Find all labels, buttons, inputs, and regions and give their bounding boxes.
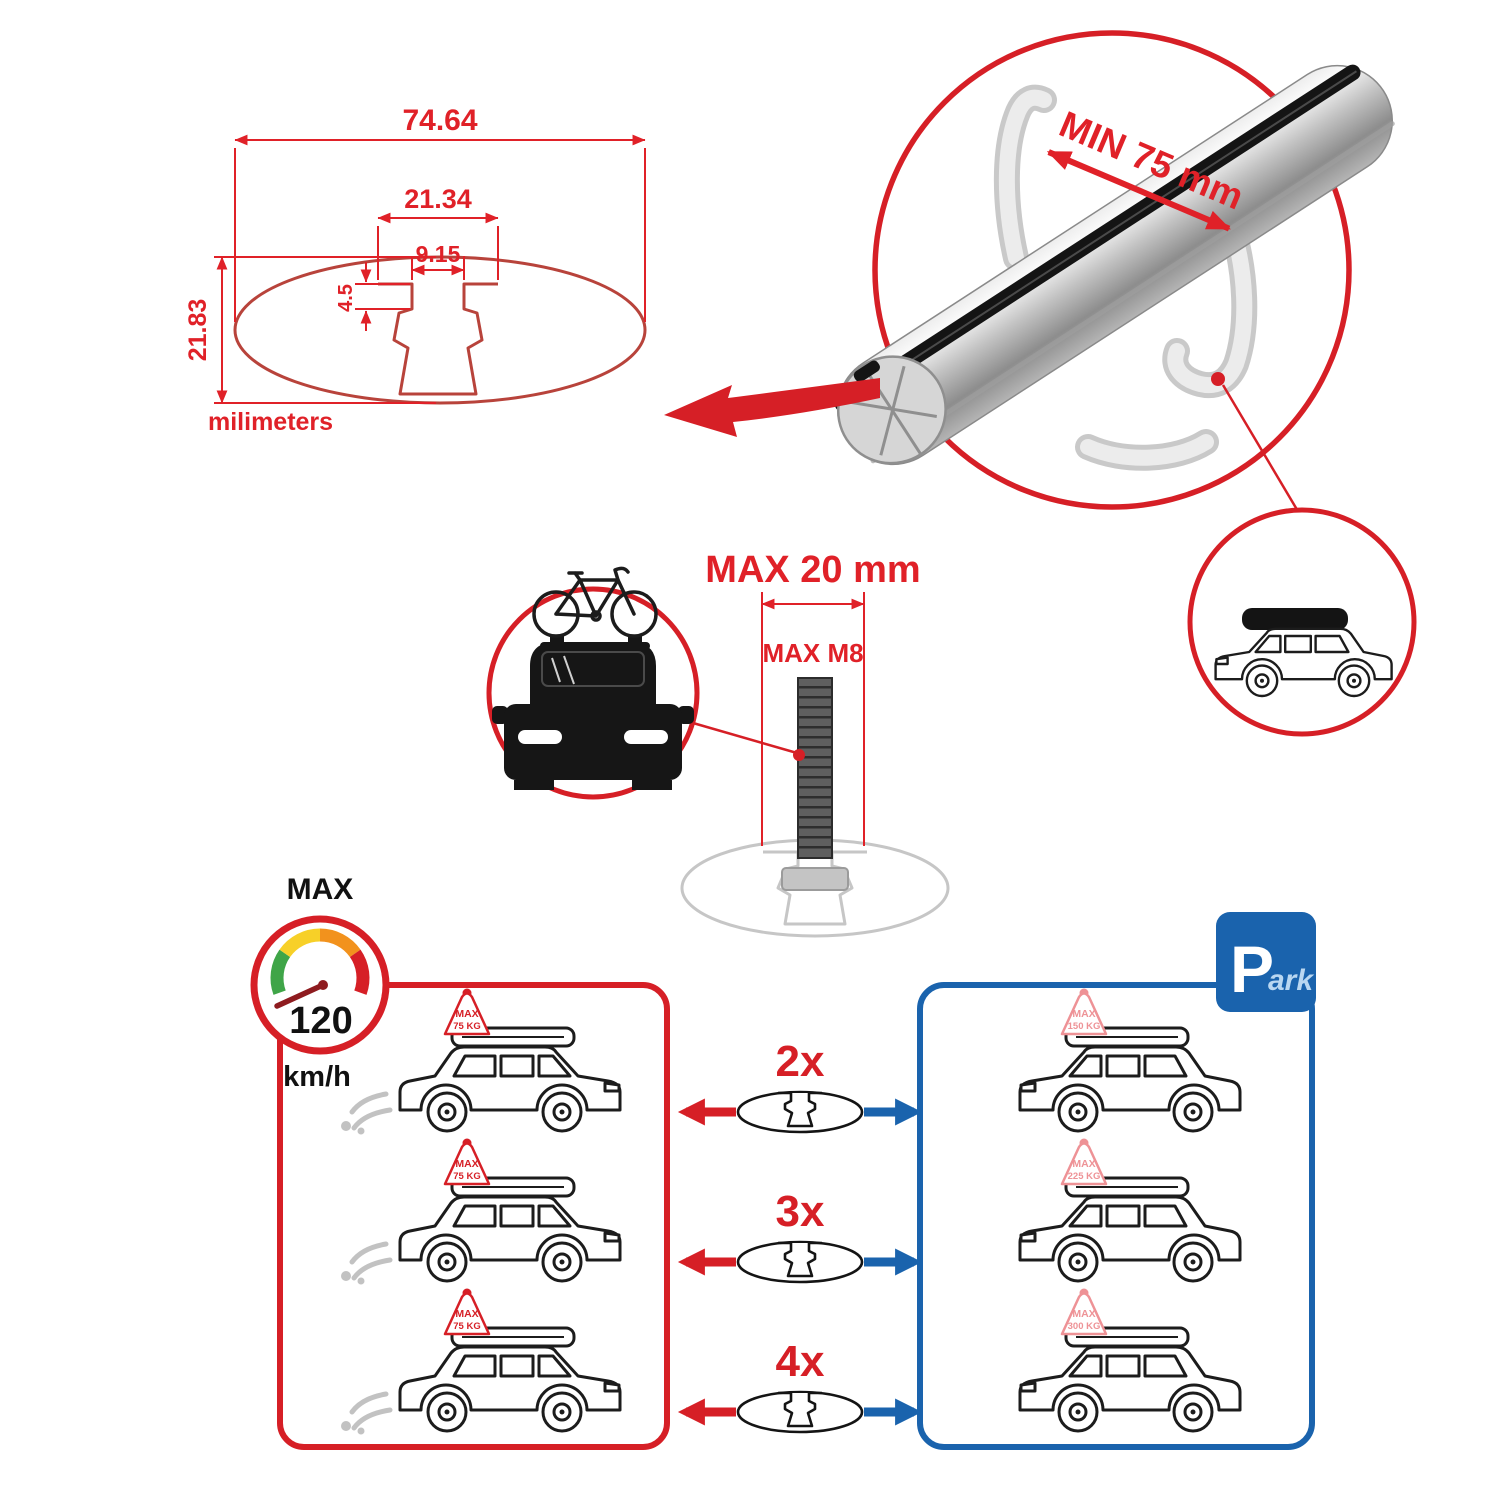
gauge-arc [270, 928, 370, 995]
cross-section-diagram: 74.64 21.34 9.15 4.5 21.83 milimeters [184, 104, 647, 436]
speed-gauge: MAX 120 km/h [250, 873, 390, 1093]
tbolt-diagram: MAX 20 mm MAX M8 [680, 549, 950, 938]
tag-kg: 150 KG [1068, 1021, 1101, 1032]
roof-box-icon [1242, 608, 1348, 630]
dim-width-total: 74.64 [402, 104, 477, 137]
car-row: MAX 75 KG [341, 988, 622, 1135]
driving-cars: MAX 75 KG MAX 75 KG [341, 988, 622, 1435]
tag-kg: 75 KG [453, 1171, 480, 1182]
load-tag: MAX 300 KG [1060, 1288, 1108, 1336]
dim-slot-width: 9.15 [416, 241, 461, 267]
load-tag: MAX 225 KG [1060, 1138, 1108, 1186]
car-row: MAX 75 KG [341, 1138, 622, 1285]
bicycle-icon [532, 566, 658, 638]
callout-line [692, 721, 798, 755]
count-4x: 4x [776, 1337, 825, 1386]
count-3x: 3x [776, 1187, 825, 1236]
park-sign: P ark [1216, 912, 1316, 1012]
tag-kg: 75 KG [453, 1021, 480, 1032]
parked-cars: MAX 150 KG MAX 225 KG MAX [1018, 988, 1242, 1433]
car-row: MAX 150 KG [1018, 988, 1242, 1133]
tag-kg: 300 KG [1068, 1321, 1101, 1332]
tag-max: MAX [455, 1008, 478, 1020]
load-tag: MAX 75 KG [443, 1138, 491, 1186]
car-front-icon [492, 636, 694, 790]
max-thread-label: MAX M8 [762, 638, 863, 668]
gauge-units: km/h [283, 1061, 351, 1093]
dim-lip-depth: 4.5 [335, 284, 357, 312]
max-width-label: MAX 20 mm [705, 549, 920, 591]
load-tag: MAX 150 KG [1060, 988, 1108, 1036]
car-row: MAX 75 KG [341, 1288, 622, 1435]
gauge-value: 120 [289, 1000, 352, 1042]
tag-kg: 75 KG [453, 1321, 480, 1332]
tag-max: MAX [455, 1158, 478, 1170]
roofbox-car-badge [1187, 507, 1417, 737]
zoom-arrow [664, 378, 880, 437]
gauge-needle [274, 982, 326, 1009]
load-tag: MAX 75 KG [443, 988, 491, 1036]
dim-height: 21.83 [184, 299, 212, 362]
callout-line [1221, 384, 1301, 514]
gauge-max-label: MAX [287, 873, 354, 906]
park-suffix: ark [1268, 964, 1314, 997]
tag-max: MAX [455, 1308, 478, 1320]
load-tag: MAX 75 KG [443, 1288, 491, 1336]
tag-max: MAX [1072, 1158, 1095, 1170]
callout-dot [1211, 372, 1225, 386]
car-row: MAX 225 KG [1018, 1138, 1242, 1283]
units-label: milimeters [208, 408, 333, 436]
tag-max: MAX [1072, 1308, 1095, 1320]
count-2x: 2x [776, 1037, 825, 1086]
headlight-left [518, 730, 562, 744]
car-row: MAX 300 KG [1018, 1288, 1242, 1433]
tag-kg: 225 KG [1068, 1171, 1101, 1182]
clamp-sketch [993, 84, 1258, 471]
tag-max: MAX [1072, 1008, 1095, 1020]
park-letter: P [1230, 932, 1274, 1006]
crossbar-count-rows: 2x 3x 4x [677, 1037, 923, 1434]
tbolt-head [781, 867, 849, 891]
dim-channel-width: 21.34 [404, 184, 472, 214]
bike-car-badge [486, 566, 805, 800]
headlight-right [624, 730, 668, 744]
callout-dot [793, 749, 805, 761]
crossbar-magnifier: MIN 75 mm [834, 30, 1395, 514]
